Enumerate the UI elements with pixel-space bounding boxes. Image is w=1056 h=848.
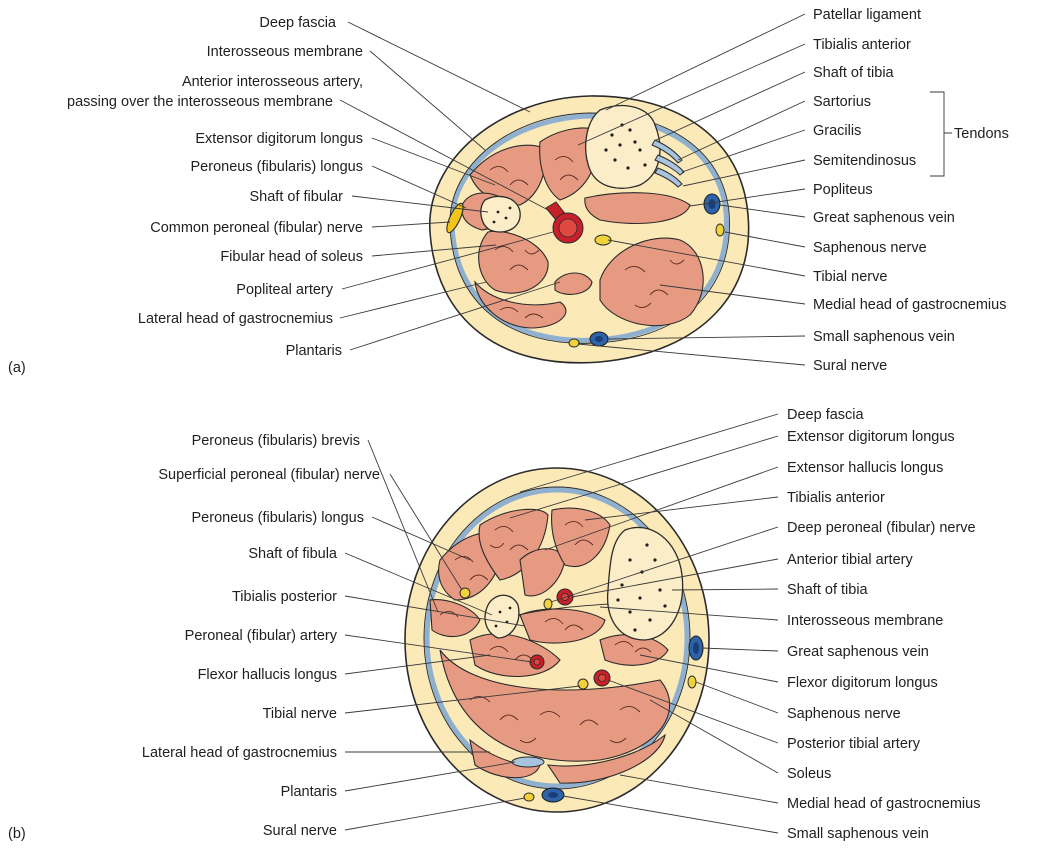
panel-b-saphenous-nerve — [688, 676, 696, 688]
label-b-saphenous-nerve: Saphenous nerve — [787, 706, 901, 722]
label-b-flexor-hallucis-longus: Flexor hallucis longus — [198, 667, 337, 683]
label-b-sural-nerve: Sural nerve — [263, 823, 337, 839]
label-a-patellar-ligament: Patellar ligament — [813, 7, 921, 23]
label-a-semitendinosus: Semitendinosus — [813, 153, 916, 169]
label-a-plantaris: Plantaris — [286, 343, 342, 359]
label-a-peroneus-longus: Peroneus (fibularis) longus — [191, 159, 363, 175]
panel-a-saphenous-nerve — [716, 224, 724, 236]
label-b-lateral-head-of-gastrocnemius: Lateral head of gastrocnemius — [142, 745, 337, 761]
panel-a-tag: (a) — [8, 360, 26, 376]
label-b-shaft-of-fibula: Shaft of fibula — [248, 546, 338, 562]
label-b-anterior-tibial-artery: Anterior tibial artery — [787, 552, 913, 568]
label-b-small-saphenous-vein: Small saphenous vein — [787, 826, 929, 842]
label-b-soleus: Soleus — [787, 766, 831, 782]
label-a-tibialis-anterior: Tibialis anterior — [813, 37, 911, 53]
label-b-medial-head-of-gastrocnemius: Medial head of gastrocnemius — [787, 796, 980, 812]
label-a-shaft-of-fibular: Shaft of fibular — [250, 189, 344, 205]
label-a-deep-fascia: Deep fascia — [259, 15, 337, 31]
label-b-peroneus-brevis: Peroneus (fibularis) brevis — [192, 433, 360, 449]
label-a-extensor-digitorum-longus: Extensor digitorum longus — [195, 131, 363, 147]
label-a-anterior-interosseous-artery-2: passing over the interosseous membrane — [67, 94, 333, 110]
label-a-small-saphenous-vein: Small saphenous vein — [813, 329, 955, 345]
label-a-fibular-head-of-soleus: Fibular head of soleus — [220, 249, 363, 265]
panel-b-tag: (b) — [8, 826, 26, 842]
label-b-great-saphenous-vein: Great saphenous vein — [787, 644, 929, 660]
panel-a-shaft-of-tibia — [586, 106, 660, 189]
label-b-plantaris: Plantaris — [281, 784, 337, 800]
label-a-saphenous-nerve: Saphenous nerve — [813, 240, 927, 256]
label-a-lateral-head-of-gastrocnemius: Lateral head of gastrocnemius — [138, 311, 333, 327]
label-a-tendons: Tendons — [954, 126, 1009, 142]
panel-a-section — [430, 96, 749, 363]
label-b-interosseous-membrane: Interosseous membrane — [787, 613, 943, 629]
label-a-great-saphenous-vein: Great saphenous vein — [813, 210, 955, 226]
label-b-tibial-nerve: Tibial nerve — [263, 706, 337, 722]
label-a-sural-nerve: Sural nerve — [813, 358, 887, 374]
panel-b-plantaris — [512, 757, 544, 767]
label-a-tibial-nerve: Tibial nerve — [813, 269, 887, 285]
label-a-anterior-interosseous-artery: Anterior interosseous artery, — [182, 74, 363, 90]
label-a-common-peroneal-nerve: Common peroneal (fibular) nerve — [150, 220, 363, 236]
panel-b-sural-nerve — [524, 793, 534, 801]
label-b-tibialis-posterior: Tibialis posterior — [232, 589, 337, 605]
label-a-popliteus: Popliteus — [813, 182, 873, 198]
label-b-posterior-tibial-artery: Posterior tibial artery — [787, 736, 921, 752]
label-b-shaft-of-tibia: Shaft of tibia — [787, 582, 869, 598]
label-b-flexor-digitorum-longus: Flexor digitorum longus — [787, 675, 938, 691]
label-b-deep-peroneal-nerve: Deep peroneal (fibular) nerve — [787, 520, 976, 536]
label-b-superficial-peroneal-nerve: Superficial peroneal (fibular) nerve — [158, 467, 380, 483]
label-b-peroneal-artery: Peroneal (fibular) artery — [185, 628, 338, 644]
label-b-deep-fascia: Deep fascia — [787, 407, 865, 423]
label-a-shaft-of-tibia: Shaft of tibia — [813, 65, 895, 81]
panel-b-tibial-nerve — [578, 679, 588, 689]
panel-a-shaft-of-fibular — [481, 196, 520, 232]
panel-a-sural-nerve — [569, 339, 579, 347]
label-a-interosseous-membrane: Interosseous membrane — [207, 44, 363, 60]
label-a-gracilis: Gracilis — [813, 123, 861, 139]
label-b-extensor-hallucis-longus: Extensor hallucis longus — [787, 460, 943, 476]
panel-b-deep-peroneal-nerve — [544, 599, 552, 609]
label-a-medial-head-of-gastrocnemius: Medial head of gastrocnemius — [813, 297, 1006, 313]
label-a-popliteal-artery: Popliteal artery — [236, 282, 333, 298]
label-b-peroneus-longus: Peroneus (fibularis) longus — [192, 510, 364, 526]
label-b-extensor-digitorum-longus: Extensor digitorum longus — [787, 429, 955, 445]
label-b-tibialis-anterior: Tibialis anterior — [787, 490, 885, 506]
label-a-sartorius: Sartorius — [813, 94, 871, 110]
panel-b-section — [405, 468, 709, 812]
